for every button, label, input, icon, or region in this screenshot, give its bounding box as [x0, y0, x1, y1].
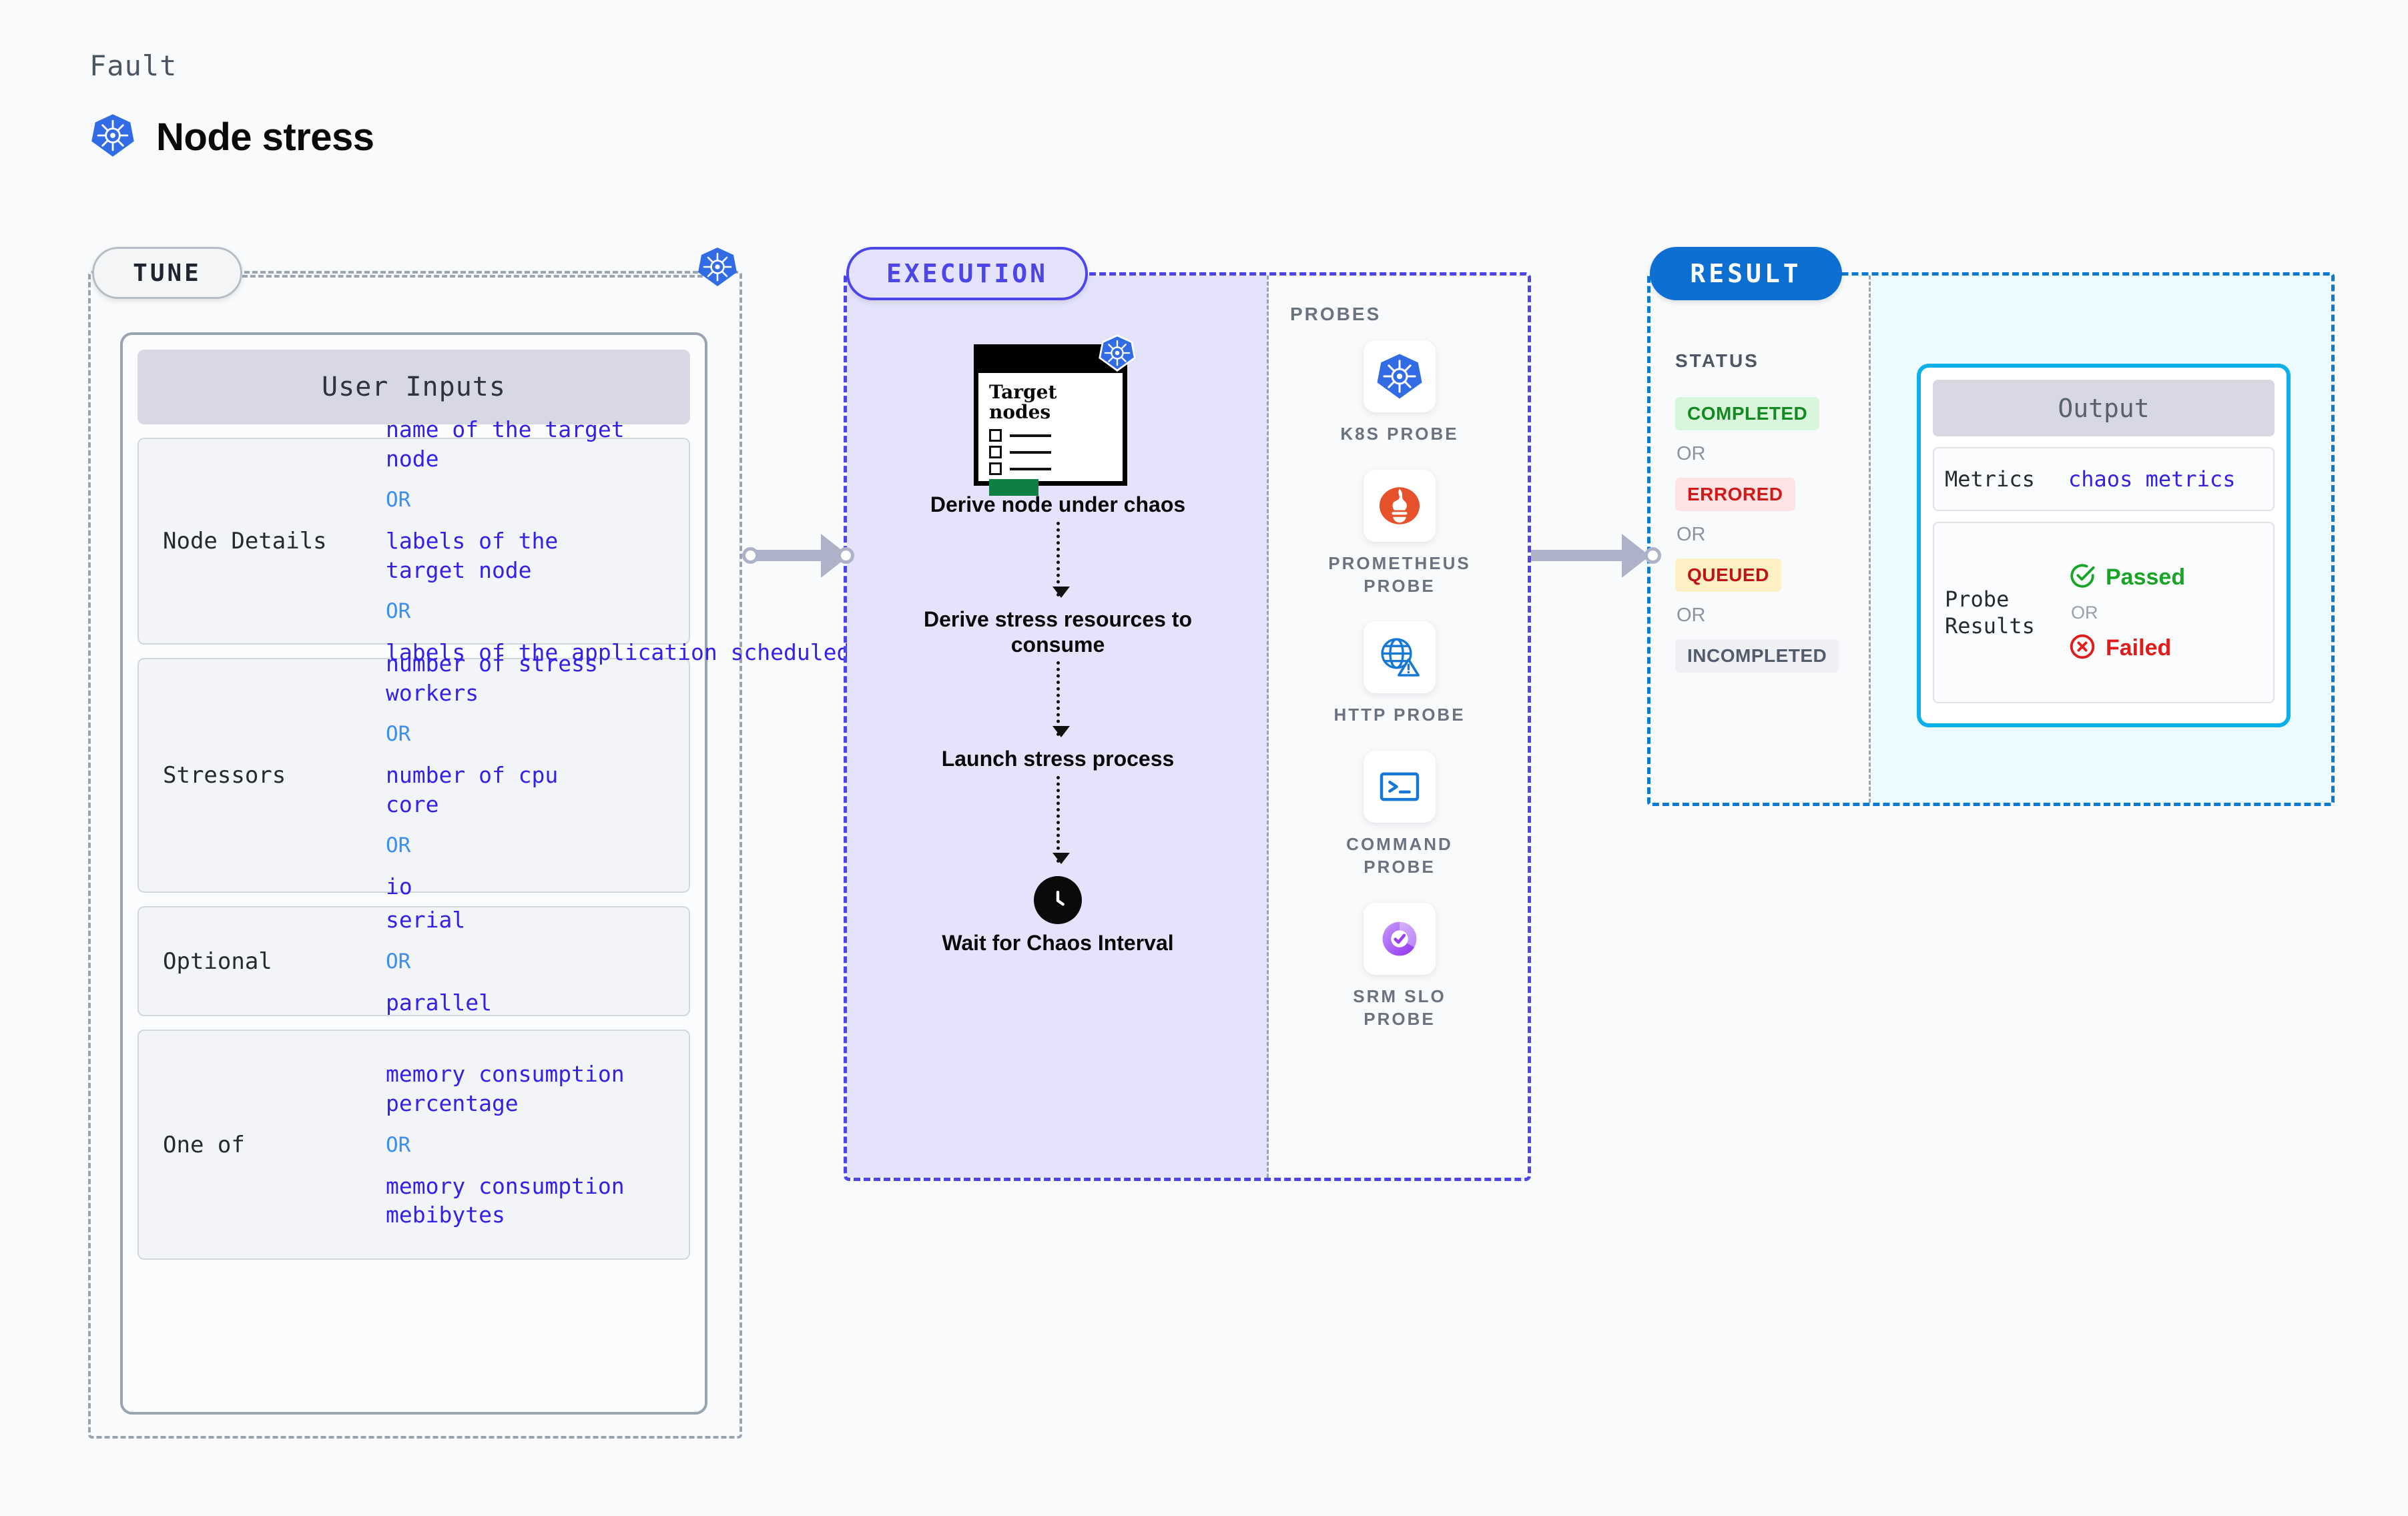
clock-icon — [1034, 876, 1082, 924]
tune-pill[interactable]: TUNE — [92, 247, 242, 299]
srm-slo-icon — [1363, 902, 1436, 975]
result-pill[interactable]: RESULT — [1650, 247, 1842, 300]
row-value: labels of the target node — [386, 528, 559, 583]
step-label: Wait for Chaos Interval — [942, 931, 1174, 955]
fault-label: Fault — [89, 49, 178, 82]
metrics-value: chaos metrics — [2068, 466, 2236, 492]
kubernetes-icon — [89, 112, 136, 162]
step-label: Derive stress resources to consume — [924, 607, 1192, 657]
or-separator: OR — [1677, 605, 1706, 626]
node-checkbox-list — [989, 429, 1112, 496]
or-separator: OR — [1677, 443, 1706, 464]
kubernetes-icon — [696, 246, 739, 292]
probe-label: SRM SLO PROBE — [1353, 986, 1446, 1029]
row-value: io — [386, 873, 412, 900]
status-badge: INCOMPLETED — [1675, 639, 1839, 673]
flow-arrow-icon — [1052, 521, 1070, 598]
probe-label: PROMETHEUS PROBE — [1328, 552, 1471, 596]
probe-passed-label: Passed — [2106, 564, 2186, 590]
target-nodes-card: Target nodes — [974, 334, 1142, 496]
kubernetes-icon — [1098, 334, 1137, 376]
probes-list: K8S PROBE PROMETHEUS PROBE — [1271, 340, 1528, 1054]
row-label: Optional — [163, 948, 272, 975]
status-badge: COMPLETED — [1675, 397, 1820, 430]
probe-item-command[interactable]: COMMAND PROBE — [1346, 751, 1453, 879]
probes-panel — [1271, 276, 1528, 1178]
row-label: One of — [163, 1131, 245, 1158]
status-list: COMPLETED OR ERRORED OR QUEUED OR INCOMP… — [1675, 397, 1862, 673]
or-separator: OR — [386, 488, 411, 512]
output-probe-results-row: Probe Results Passed OR — [1933, 522, 2275, 703]
tune-dashed-connector — [242, 275, 703, 278]
fault-title: Node stress — [89, 112, 374, 162]
or-separator: OR — [2071, 602, 2098, 623]
kubernetes-icon — [1363, 340, 1436, 412]
flow-arrow-icon — [1052, 776, 1070, 864]
row-value: name of the target node — [386, 416, 625, 472]
row-value: parallel — [386, 989, 492, 1016]
or-separator: OR — [386, 949, 411, 974]
or-separator: OR — [386, 722, 411, 747]
probe-label: K8S PROBE — [1340, 424, 1459, 444]
target-nodes-title: Target nodes — [989, 381, 1057, 424]
terminal-icon — [1364, 751, 1436, 823]
output-card: Output Metrics chaos metrics Probe Resul… — [1917, 364, 2291, 727]
row-value: memory consumption percentage — [386, 1061, 625, 1116]
flow-arrow-icon — [1052, 661, 1070, 738]
output-title: Output — [1933, 380, 2275, 436]
status-badge: ERRORED — [1675, 478, 1795, 511]
user-inputs-header: User Inputs — [137, 350, 690, 424]
green-status-bar — [989, 479, 1038, 496]
probe-results-label: Probe Results — [1945, 587, 2035, 639]
or-separator: OR — [386, 599, 411, 624]
check-circle-icon — [2068, 562, 2096, 593]
probe-item-prometheus[interactable]: PROMETHEUS PROBE — [1328, 469, 1471, 598]
status-badge: QUEUED — [1675, 558, 1781, 592]
metrics-label: Metrics — [1945, 466, 2035, 492]
probe-item-http[interactable]: HTTP PROBE — [1333, 621, 1465, 727]
probe-item-srm-slo[interactable]: SRM SLO PROBE — [1353, 902, 1446, 1031]
row-value: number of cpu core — [386, 762, 559, 817]
x-circle-icon — [2068, 633, 2096, 664]
or-separator: OR — [1677, 524, 1706, 545]
probe-label: COMMAND PROBE — [1346, 834, 1453, 877]
table-row: One of memory consumption percentage OR … — [137, 1030, 690, 1260]
connector-execution-to-result — [1531, 534, 1661, 578]
prometheus-icon — [1364, 469, 1436, 542]
or-separator: OR — [386, 833, 411, 858]
result-status-panel — [1650, 276, 1871, 803]
execution-pill[interactable]: EXECUTION — [846, 247, 1088, 300]
probe-label: HTTP PROBE — [1333, 705, 1466, 725]
status-title: STATUS — [1675, 350, 1759, 371]
probes-title: PROBES — [1290, 304, 1382, 324]
step-label: Launch stress process — [941, 747, 1175, 771]
row-value: number of stress workers — [386, 651, 598, 706]
checkbox-icon — [989, 446, 1002, 459]
checkbox-icon — [989, 429, 1002, 442]
tune-container — [88, 271, 742, 1439]
row-label: Stressors — [163, 762, 286, 789]
connector-tune-to-execution — [742, 534, 854, 578]
probe-failed-label: Failed — [2106, 635, 2172, 661]
user-inputs-card: User Inputs Node Details name of the tar… — [120, 332, 1048, 1415]
page-title: Node stress — [156, 115, 374, 159]
output-metrics-row: Metrics chaos metrics — [1933, 447, 2275, 511]
checkbox-icon — [989, 462, 1002, 476]
execution-flow: Target nodes — [868, 334, 1248, 956]
globe-warning-icon — [1363, 621, 1436, 694]
table-row: Node Details name of the target node OR … — [137, 416, 1048, 665]
table-row: Optional serial OR parallel — [137, 906, 690, 1016]
row-value: serial — [386, 906, 466, 933]
execution-container — [844, 272, 1531, 1181]
row-value: memory consumption mebibytes — [386, 1172, 625, 1228]
step-label: Derive node under chaos — [930, 492, 1186, 516]
row-label: Node Details — [163, 528, 327, 554]
table-row: Stressors number of stress workers OR nu… — [137, 651, 690, 899]
or-separator: OR — [386, 1132, 411, 1157]
probe-item-k8s[interactable]: K8S PROBE — [1340, 340, 1458, 446]
